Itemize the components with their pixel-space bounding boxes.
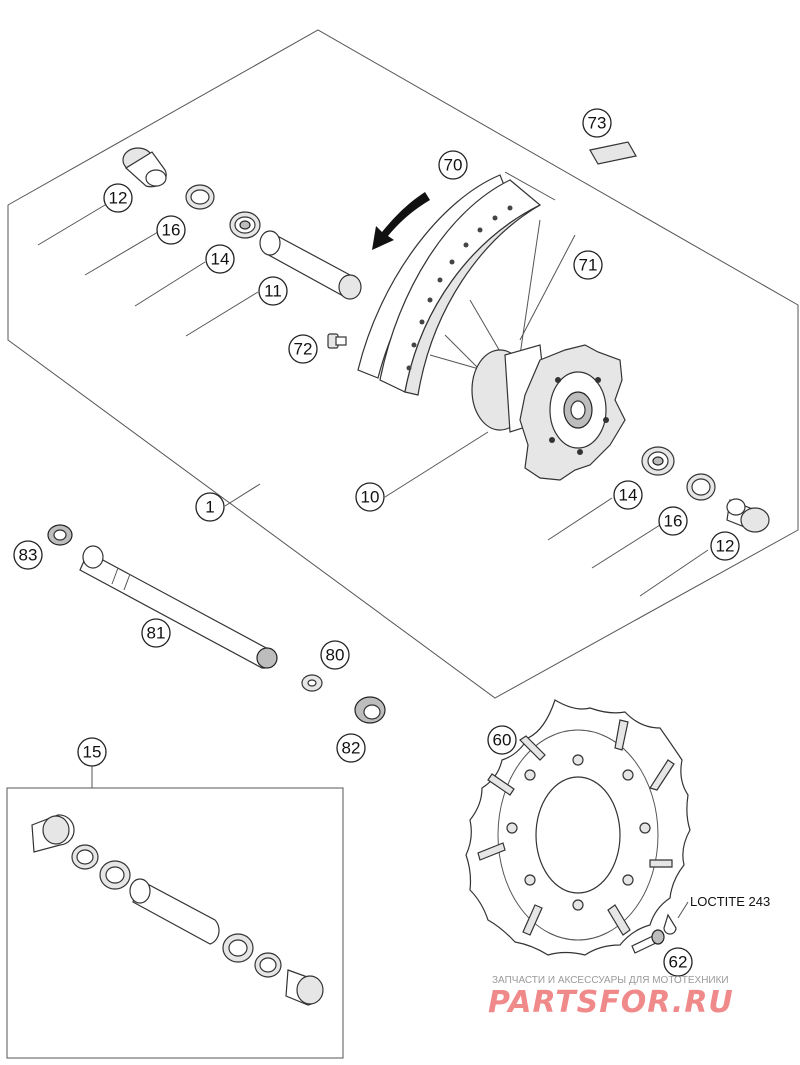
brake-disc xyxy=(465,699,691,956)
svg-text:81: 81 xyxy=(147,624,166,643)
callout-11: 11 xyxy=(258,276,288,306)
kit-parts xyxy=(31,814,324,1006)
svg-text:1: 1 xyxy=(205,498,214,517)
svg-text:14: 14 xyxy=(211,250,230,269)
svg-text:83: 83 xyxy=(19,546,38,565)
loctite-drop-icon xyxy=(663,901,689,935)
right-bearing xyxy=(641,446,675,476)
svg-text:71: 71 xyxy=(579,256,598,275)
callout-16-top: 16 xyxy=(156,215,186,245)
sticker-part xyxy=(589,141,637,165)
callout-70: 70 xyxy=(438,150,468,180)
right-seal-ring xyxy=(686,473,716,501)
callout-83: 83 xyxy=(13,540,43,570)
svg-text:72: 72 xyxy=(294,340,313,359)
svg-text:60: 60 xyxy=(493,731,512,750)
callout-82: 82 xyxy=(336,733,366,763)
watermark-tagline: ЗАПЧАСТИ И АКСЕССУАРЫ ДЛЯ МОТОТЕХНИКИ xyxy=(492,975,729,986)
bearing-kit-frame xyxy=(6,765,344,1059)
callout-10: 10 xyxy=(355,482,385,512)
callout-15: 15 xyxy=(77,737,107,767)
callout-60: 60 xyxy=(487,725,517,755)
callout-81: 81 xyxy=(141,618,171,648)
callout-80: 80 xyxy=(320,640,350,670)
svg-text:11: 11 xyxy=(264,282,282,301)
callout-62: 62 xyxy=(663,947,693,977)
callout-71: 71 xyxy=(573,250,603,280)
svg-text:12: 12 xyxy=(109,189,128,208)
callout-1: 1 xyxy=(195,492,225,522)
svg-text:80: 80 xyxy=(326,646,345,665)
callout-73: 73 xyxy=(582,108,612,138)
wheel-hub xyxy=(471,344,626,481)
svg-text:12: 12 xyxy=(716,537,735,556)
rotation-arrow-icon xyxy=(372,192,430,250)
loctite-note: LOCTITE 243 xyxy=(690,894,770,909)
svg-text:73: 73 xyxy=(588,114,607,133)
callout-16-bottom: 16 xyxy=(658,506,688,536)
spoke-nipple-bolt xyxy=(327,333,347,349)
svg-text:82: 82 xyxy=(342,739,361,758)
disc-bolt xyxy=(631,929,665,954)
left-bearing xyxy=(229,211,261,239)
axle-washer xyxy=(301,674,323,692)
callout-12-bottom: 12 xyxy=(710,531,740,561)
callout-72: 72 xyxy=(288,334,318,364)
svg-text:16: 16 xyxy=(162,221,181,240)
wheel-rim xyxy=(357,171,556,396)
svg-text:10: 10 xyxy=(361,488,380,507)
right-spacer-bushing xyxy=(726,498,770,533)
axle-clamp-bolt xyxy=(354,696,386,724)
svg-text:14: 14 xyxy=(619,486,638,505)
svg-text:15: 15 xyxy=(83,743,102,762)
svg-text:70: 70 xyxy=(444,156,463,175)
watermark-brand: PARTSFOR.RU xyxy=(488,985,734,1020)
svg-text:16: 16 xyxy=(664,512,683,531)
axle-nut xyxy=(47,524,73,546)
svg-text:62: 62 xyxy=(669,953,688,972)
front-axle xyxy=(79,545,278,669)
left-seal-ring xyxy=(185,184,215,210)
left-spacer-bushing xyxy=(122,147,167,188)
hub-spacer-tube xyxy=(259,230,362,300)
callout-14-top: 14 xyxy=(205,244,235,274)
callout-12-top: 12 xyxy=(103,183,133,213)
callout-14-bottom: 14 xyxy=(613,480,643,510)
wheel-assembly-frame xyxy=(7,29,799,699)
